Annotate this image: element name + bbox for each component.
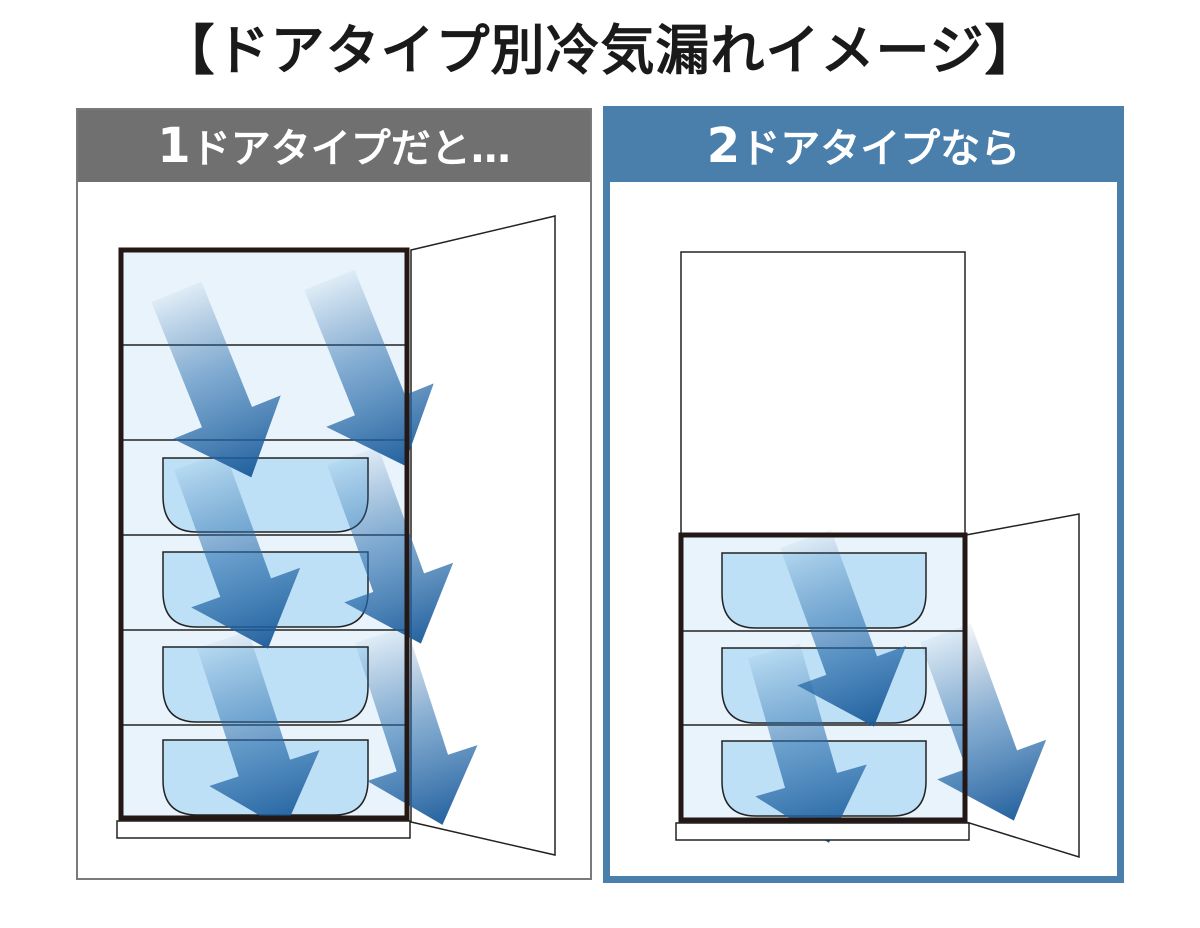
one-door-base — [116, 820, 411, 839]
panel-two-door-label: ドアタイプなら — [740, 126, 1021, 172]
panel-one-door-label: ドアタイプだと… — [190, 126, 511, 172]
two-door-upper-compartment — [680, 251, 966, 535]
two-door-fridge — [675, 251, 1080, 859]
one-door-fridge — [116, 215, 556, 856]
panel-two-door: 2ドアタイプなら — [603, 106, 1124, 883]
two-door-lower-outline — [678, 532, 968, 823]
two-door-base — [675, 822, 970, 841]
panel-one-door: 1ドアタイプだと… — [76, 108, 592, 880]
panel-two-door-header: 2ドアタイプなら — [610, 113, 1117, 182]
one-door-body-outline — [118, 247, 410, 821]
panel-one-door-number: 1 — [157, 118, 191, 174]
panel-two-door-number: 2 — [706, 118, 741, 174]
diagram-title: 【ドアタイプ別冷気漏れイメージ】 — [160, 19, 1040, 82]
panel-one-door-header: 1ドアタイプだと… — [78, 110, 590, 182]
